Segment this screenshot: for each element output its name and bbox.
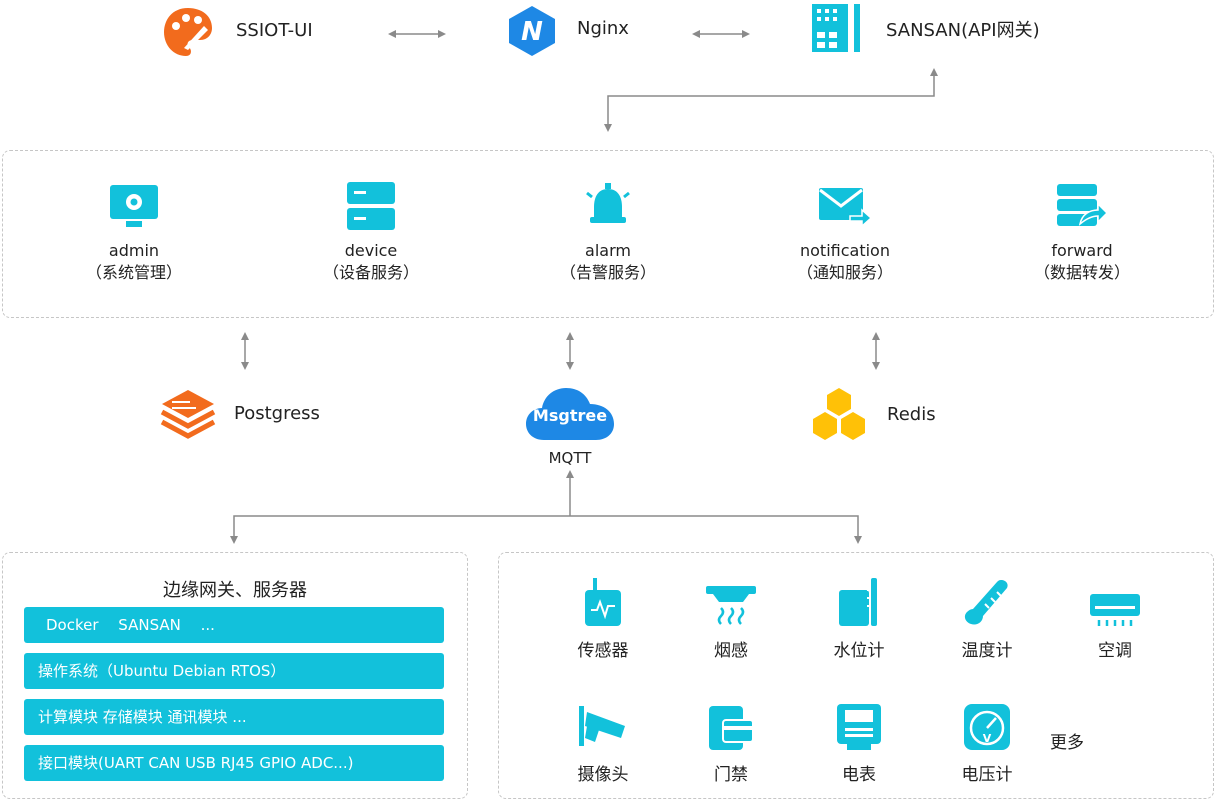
bell-icon xyxy=(518,176,698,236)
access-card-icon xyxy=(681,692,781,752)
service-notification: notification （通知服务） xyxy=(755,176,935,284)
edge-layer-modules: 计算模块 存储模块 通讯模块 ... xyxy=(24,699,444,735)
service-name: admin xyxy=(108,241,160,260)
cloud-icon xyxy=(524,382,616,442)
device-sensor: 传感器 xyxy=(553,568,653,661)
service-description: （系统管理） xyxy=(85,263,182,282)
edge-gateway-container xyxy=(2,552,468,799)
more-devices-label: 更多 xyxy=(1050,733,1084,753)
devices-container xyxy=(498,552,1214,799)
mqtt-label: MQTT xyxy=(548,449,592,467)
voltmeter-icon: V xyxy=(937,692,1037,752)
arrow-gateway-services xyxy=(604,68,938,132)
thermometer-icon xyxy=(937,568,1037,628)
device-air-conditioner: 空调 xyxy=(1065,568,1165,661)
service-name: forward xyxy=(1051,241,1113,260)
nginx-label: Nginx xyxy=(577,18,629,39)
device-label: 电表 xyxy=(842,765,876,785)
water-level-icon xyxy=(809,568,909,628)
mail-forward-icon xyxy=(755,176,935,236)
edge-layer-runtime: Docker SANSAN ... xyxy=(24,607,444,643)
server-icon xyxy=(281,176,461,236)
smoke-detector-icon xyxy=(681,568,781,628)
camera-icon xyxy=(553,692,653,752)
nginx-icon: N xyxy=(506,4,558,58)
device-label: 电压计 xyxy=(961,765,1013,785)
device-thermometer: 温度计 xyxy=(937,568,1037,661)
device-voltmeter: V 电压计 xyxy=(937,692,1037,785)
device-label: 温度计 xyxy=(961,641,1013,661)
service-admin: admin （系统管理） xyxy=(44,176,224,284)
device-label: 传感器 xyxy=(577,641,629,661)
arrow-mqtt-edge-devices xyxy=(230,470,862,544)
service-description: （告警服务） xyxy=(559,263,656,282)
redis-hex-icon xyxy=(810,386,868,442)
svg-text:V: V xyxy=(983,732,992,745)
palette-icon xyxy=(160,4,216,60)
service-device: device （设备服务） xyxy=(281,176,461,284)
device-label: 摄像头 xyxy=(577,765,629,785)
sensor-icon xyxy=(553,568,653,628)
device-label: 烟感 xyxy=(714,641,748,661)
device-label: 水位计 xyxy=(833,641,885,661)
edge-layer-interfaces: 接口模块(UART CAN USB RJ45 GPIO ADC...) xyxy=(24,745,444,781)
database-forward-icon xyxy=(992,176,1172,236)
service-name: notification xyxy=(800,241,890,260)
building-icon xyxy=(810,2,866,54)
device-access-card: 门禁 xyxy=(681,692,781,785)
sansan-gateway-label: SANSAN(API网关) xyxy=(886,20,1040,41)
device-electric-meter: 电表 xyxy=(809,692,909,785)
svg-text:N: N xyxy=(521,17,543,47)
device-label: 门禁 xyxy=(714,765,748,785)
ssiot-ui-label: SSIOT-UI xyxy=(236,20,313,41)
service-description: （通知服务） xyxy=(796,263,893,282)
electric-meter-icon xyxy=(809,692,909,752)
redis-label: Redis xyxy=(887,404,936,425)
edge-gateway-title: 边缘网关、服务器 xyxy=(163,580,307,601)
monitor-gear-icon xyxy=(44,176,224,236)
service-description: （设备服务） xyxy=(322,263,419,282)
device-label: 空调 xyxy=(1098,641,1132,661)
service-name: device xyxy=(344,241,398,260)
device-water-level: 水位计 xyxy=(809,568,909,661)
service-description: （数据转发） xyxy=(1033,263,1130,282)
service-name: alarm xyxy=(585,241,631,260)
air-conditioner-icon xyxy=(1065,568,1165,628)
service-forward: forward （数据转发） xyxy=(992,176,1172,284)
postgres-stack-icon xyxy=(160,388,216,442)
service-alarm: alarm （告警服务） xyxy=(518,176,698,284)
services-container xyxy=(2,150,1214,318)
device-camera: 摄像头 xyxy=(553,692,653,785)
postgres-label: Postgress xyxy=(234,403,320,424)
device-smoke-detector: 烟感 xyxy=(681,568,781,661)
edge-layer-os: 操作系统（Ubuntu Debian RTOS） xyxy=(24,653,444,689)
msgtree-logo-text: Msgtree xyxy=(532,406,608,425)
